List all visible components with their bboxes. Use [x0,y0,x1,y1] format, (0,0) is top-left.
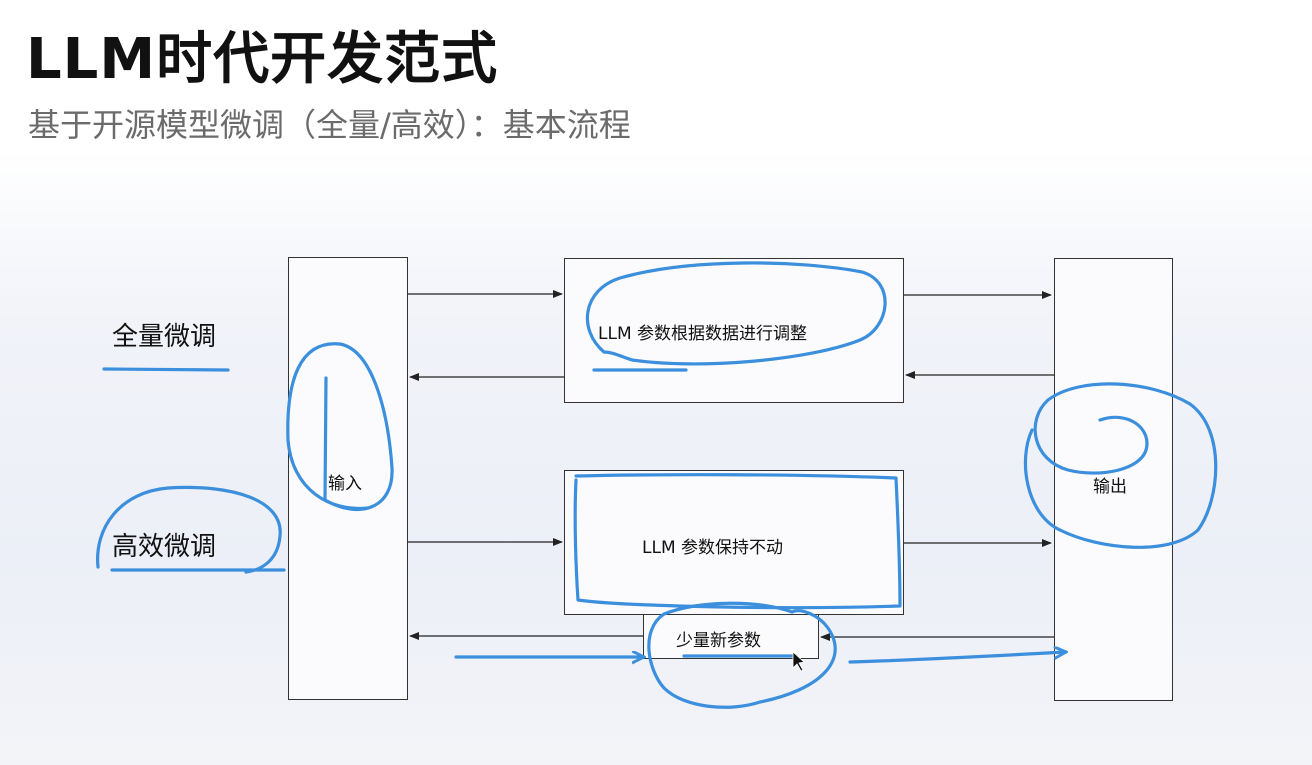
blue-arrow-to-output [848,652,1066,664]
frozen-llm-label: LLM 参数保持不动 [642,538,784,558]
full-adjust-label: LLM 参数根据数据进行调整 [598,324,808,344]
output-label: 输出 [1093,477,1127,497]
input-label: 输入 [328,474,362,494]
legend-efficient-finetune: 高效微调 [112,532,217,562]
slide-title: LLM时代开发范式 [26,27,499,92]
legend-full-finetune: 全量微调 [112,322,217,352]
underline-full-finetune [102,367,230,372]
new-params-label: 少量新参数 [676,631,761,651]
slide-subtitle: 基于开源模型微调（全量/高效）：基本流程 [28,106,631,144]
